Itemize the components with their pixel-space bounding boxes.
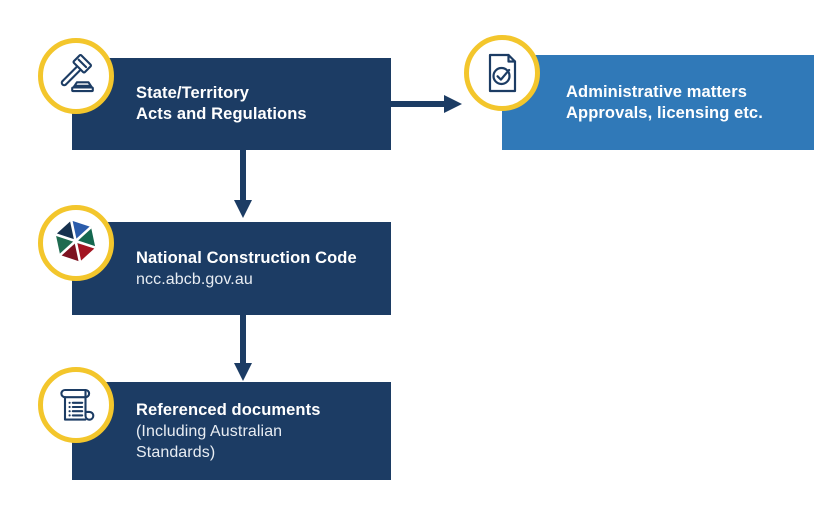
gavel-icon [52,52,100,100]
node-refdocs-subtitle: (Including Australian Standards) [136,422,283,461]
scroll-document-icon [52,381,100,429]
node-ncc-title: National Construction Code [136,248,357,267]
node-ncc-box[interactable]: National Construction Code ncc.abcb.gov.… [72,222,391,315]
node-acts-text: State/Territory Acts and Regulations [72,83,391,125]
node-acts-title: State/Territory Acts and Regulations [136,84,307,123]
document-approved-icon-medallion [464,35,540,111]
document-approved-icon [479,50,525,96]
node-refdocs-text: Referenced documents (Including Australi… [72,400,391,463]
node-admin-box[interactable]: Administrative matters Approvals, licens… [502,55,814,150]
arrow-ncc-to-refdocs [232,315,254,385]
ncc-cube-logo-icon [50,217,102,269]
node-ncc-url[interactable]: ncc.abcb.gov.au [136,270,253,288]
node-refdocs-box[interactable]: Referenced documents (Including Australi… [72,382,391,480]
node-ncc-text: National Construction Code ncc.abcb.gov.… [72,248,391,290]
node-admin-title: Administrative matters Approvals, licens… [566,82,763,122]
node-admin-text: Administrative matters Approvals, licens… [502,82,814,124]
arrow-acts-to-admin [390,93,468,115]
node-acts-box[interactable]: State/Territory Acts and Regulations [72,58,391,150]
node-refdocs-title: Referenced documents [136,400,321,419]
ncc-cube-logo-icon-medallion [38,205,114,281]
gavel-icon-medallion [38,38,114,114]
arrow-acts-to-ncc [232,150,254,222]
scroll-document-icon-medallion [38,367,114,443]
